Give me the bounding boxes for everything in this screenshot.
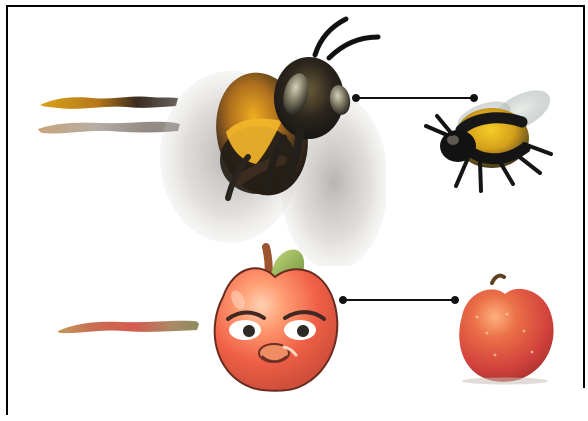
apple-color-stroke <box>56 313 200 337</box>
frame-top-border <box>6 5 585 7</box>
bee-matching-line <box>350 92 480 104</box>
cartoon-bee-image <box>150 12 386 266</box>
cartoon-apple-image <box>205 236 345 396</box>
frame-right-border <box>583 5 585 388</box>
apple-matching-line <box>337 294 461 306</box>
red-apple-photo <box>450 270 560 386</box>
frame-left-border <box>6 5 8 415</box>
